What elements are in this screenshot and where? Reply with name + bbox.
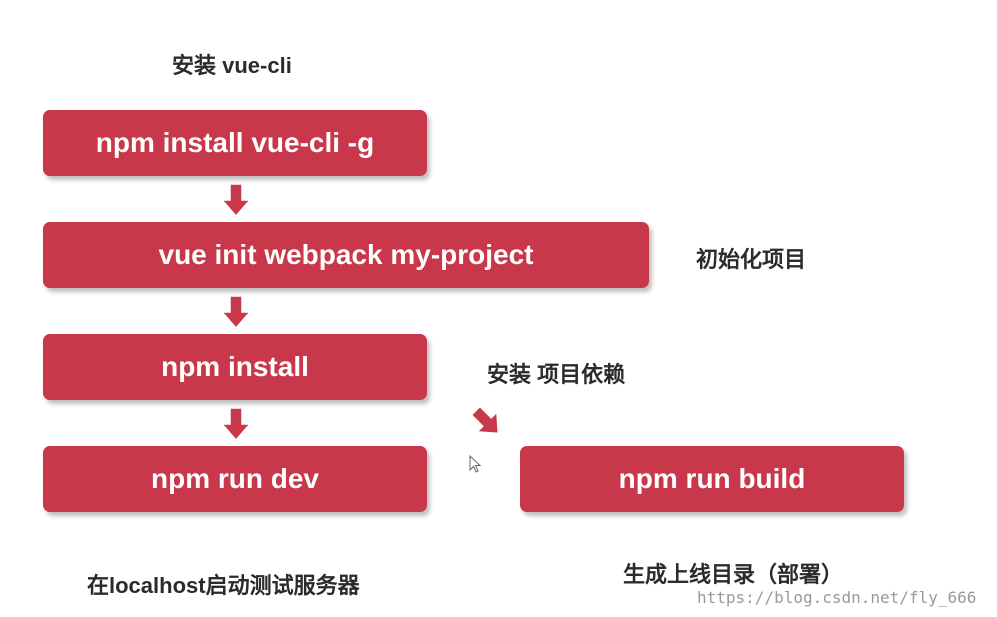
label-localhost-dev-server: 在localhost启动测试服务器 <box>87 573 360 598</box>
step-vue-init-webpack: vue init webpack my-project <box>43 222 649 288</box>
arrow-down-icon <box>221 295 251 330</box>
watermark: https://blog.csdn.net/fly_666 <box>697 588 977 607</box>
label-install-vue-cli: 安装 vue-cli <box>172 53 292 78</box>
step-npm-run-build: npm run build <box>520 446 904 512</box>
label-init-project: 初始化项目 <box>696 247 807 272</box>
step-npm-install: npm install <box>43 334 427 400</box>
label-build-output: 生成上线目录（部署） <box>623 562 844 587</box>
arrow-down-icon <box>221 407 251 442</box>
step-npm-install-vue-cli: npm install vue-cli -g <box>43 110 427 176</box>
label-install-deps: 安装 项目依赖 <box>487 362 626 387</box>
step-npm-run-dev: npm run dev <box>43 446 427 512</box>
arrow-down-icon <box>221 183 251 218</box>
mouse-cursor-icon <box>469 455 482 473</box>
arrow-diagonal-icon <box>470 405 500 435</box>
